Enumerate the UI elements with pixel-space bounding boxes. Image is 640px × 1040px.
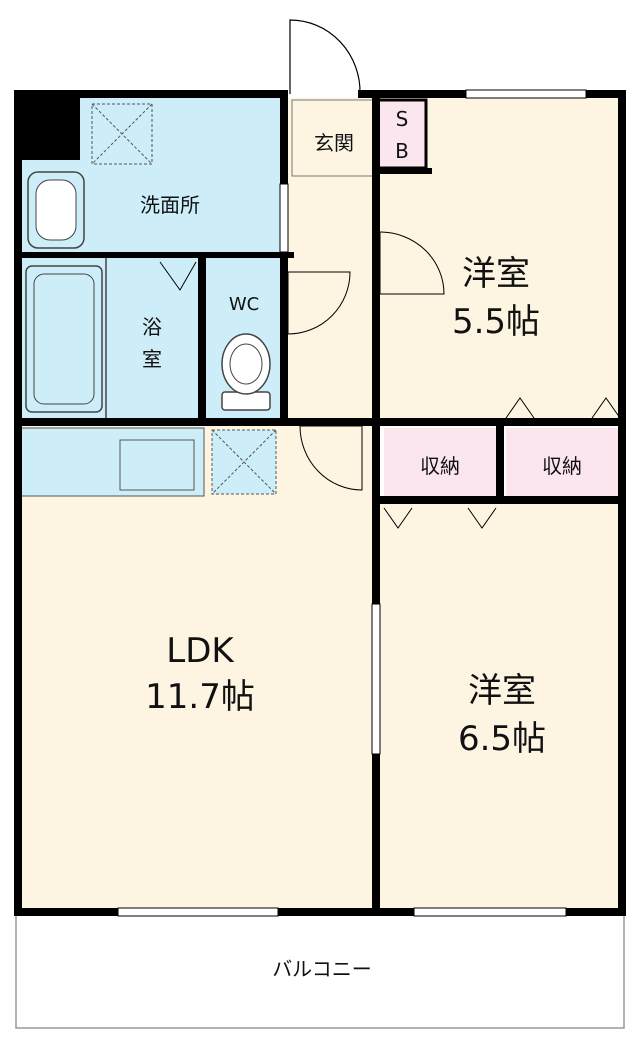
- toilet-seat: [229, 343, 263, 385]
- washroom-label: 洗面所: [140, 193, 200, 217]
- entrance-door-gap: [288, 90, 358, 98]
- storage-a-label: 収納: [420, 454, 460, 478]
- kitchen-sink: [119, 439, 195, 491]
- storage-door-marks-bottom: [383, 507, 497, 529]
- windows: [117, 89, 587, 917]
- door-bath: [159, 261, 197, 291]
- storage-a: [384, 428, 498, 500]
- western-a-name: 洋室: [462, 254, 530, 294]
- western-room-b-floor: [376, 500, 620, 912]
- shoebox-label-1: S: [396, 107, 409, 131]
- balcony-area: [15, 911, 625, 1029]
- wc-label: WC: [229, 294, 259, 315]
- washer-cross-2: [91, 103, 153, 165]
- bathroom-label-1: 浴: [142, 315, 162, 339]
- ldk-name: LDK: [166, 631, 235, 671]
- door-wc: [287, 271, 351, 335]
- wash-basin-bowl: [35, 179, 77, 241]
- entrance-door-swing: [289, 19, 361, 95]
- ldk-floor: [20, 424, 376, 912]
- storage-door-marks-top: [505, 397, 621, 419]
- balcony-label: バルコニー: [272, 957, 372, 981]
- door-ldk: [299, 425, 363, 491]
- fridge-cross-2: [211, 429, 277, 495]
- storage-b: [506, 428, 620, 500]
- ldk-size: 11.7帖: [145, 677, 255, 717]
- door-western-a: [379, 231, 445, 295]
- entrance-label: 玄関: [314, 131, 354, 155]
- storage-b-label: 収納: [542, 454, 582, 478]
- western-b-name: 洋室: [468, 671, 536, 711]
- western-b-size: 6.5帖: [458, 719, 546, 759]
- shoebox-label-2: B: [395, 139, 409, 163]
- entrance-floor: [291, 99, 377, 177]
- bathroom-label-2: 室: [142, 347, 162, 371]
- bathtub-inner: [33, 273, 95, 405]
- western-a-size: 5.5帖: [452, 302, 540, 342]
